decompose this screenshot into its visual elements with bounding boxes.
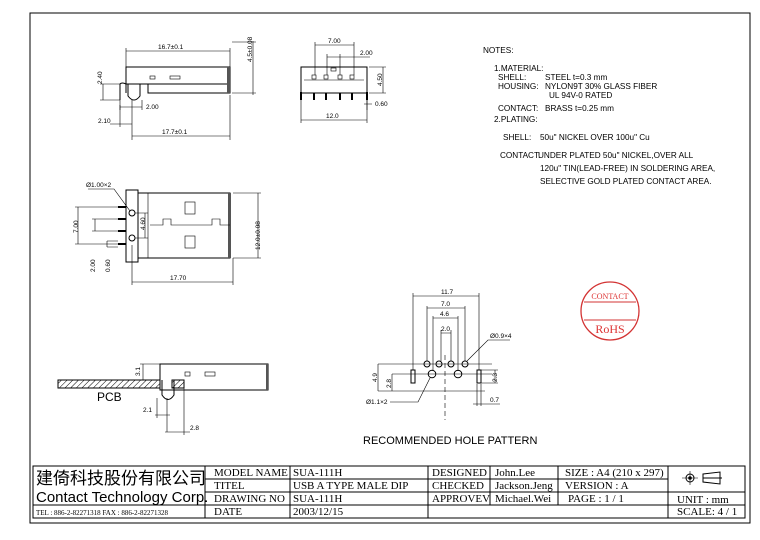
- title-label: TITEL: [214, 480, 245, 492]
- notes-contact-value: BRASS t=0.25 mm: [545, 104, 614, 113]
- dim-length-top: 16.7±0.1: [158, 44, 184, 51]
- rohs-stamp: CONTACT RoHS: [580, 281, 640, 341]
- notes-plating-shell-label: SHELL:: [503, 133, 531, 142]
- drawing-title: USB A TYPE MALE DIP: [293, 480, 408, 492]
- dim-hp-width: 11.7: [441, 289, 454, 296]
- dim-tab: 2.40: [97, 71, 104, 84]
- dim-hp-mid: 4.6: [440, 311, 449, 318]
- dim-top-pin-width: 0.60: [105, 259, 112, 272]
- notes-heading: NOTES:: [483, 46, 513, 55]
- stamp-top-text: CONTACT: [591, 292, 628, 301]
- pcb-label: PCB: [97, 390, 122, 404]
- pcb-view: 3.1 PCB 2.1 2.8: [57, 363, 269, 435]
- dim-hp-slot-width: 0.7: [490, 397, 499, 404]
- hole-pattern-title: RECOMMENDED HOLE PATTERN: [363, 435, 537, 447]
- title-block: 建倚科技股份有限公司 Contact Technology Corp. TEL …: [32, 465, 746, 519]
- drawing-no: SUA-111H: [293, 493, 342, 505]
- dim-hp-inner: 2.0: [441, 326, 450, 333]
- sheet-border: [29, 12, 751, 524]
- company-name-cn: 建倚科技股份有限公司: [36, 469, 206, 489]
- model-name: SUA-111H: [293, 467, 342, 479]
- dim-front-width: 12.0: [326, 113, 339, 120]
- unit: UNIT : mm: [677, 494, 729, 506]
- dim-hole-span: 4.60: [140, 217, 147, 230]
- dim-pcb-height: 3.1: [135, 367, 142, 376]
- dim-pin-span: 7.00: [73, 220, 80, 233]
- date-label: DATE: [214, 506, 242, 518]
- dim-pin-offset: 2.00: [146, 104, 159, 111]
- dim-top-length: 17.70: [170, 275, 187, 282]
- drawing-no-label: DRAWING NO: [214, 493, 285, 505]
- notes-plating-contact-3: SELECTIVE GOLD PLATED CONTACT AREA.: [540, 177, 712, 186]
- dim-hp-row: 2.8: [386, 379, 393, 388]
- scale: SCALE: 4 / 1: [677, 506, 737, 518]
- dim-height: 4.5±0.08: [247, 36, 254, 62]
- dim-hp-slot-len: 2.3: [492, 373, 499, 382]
- checked-label: CHECKED: [432, 480, 484, 492]
- dim-hp-outer: 7.0: [441, 301, 450, 308]
- company-name-en: Contact Technology Corp.: [36, 489, 208, 506]
- notes: NOTES: 1.MATERIAL: SHELL: STEEL t=0.3 mm…: [483, 46, 715, 186]
- model-name-label: MODEL NAME: [214, 467, 288, 479]
- dim-top-width: 12.0±0.08: [255, 221, 262, 250]
- dim-pin-pos: 2.10: [98, 118, 111, 125]
- dim-pin-width: 0.60: [375, 101, 388, 108]
- callout-small-holes: Ø0.9×4: [490, 333, 512, 340]
- dim-pitch-outer: 7.00: [328, 38, 341, 45]
- projection-symbol-icon: [682, 471, 722, 485]
- notes-housing-value: NYLON9T 30% GLASS FIBER: [545, 82, 657, 91]
- dim-front-height: 4.50: [377, 73, 384, 86]
- notes-housing-value2: UL 94V-0 RATED: [549, 91, 612, 100]
- date: 2003/12/15: [293, 506, 344, 518]
- notes-plating-contact-label: CONTACT:: [500, 151, 540, 160]
- version: VERSION : A: [565, 480, 629, 492]
- side-view: 16.7±0.1 4.5±0.08 2.40 2.00 2.10 17.7±0.…: [97, 36, 256, 140]
- designed-label: DESIGNED: [432, 467, 487, 479]
- notes-plating-shell-value: 50u" NICKEL OVER 100u" Cu: [540, 133, 650, 142]
- page-number: PAGE : 1 / 1: [568, 493, 624, 505]
- front-view: 7.00 2.00 4.50 0.60 12.0: [300, 38, 388, 123]
- dim-pitch-inner: 2.00: [360, 50, 373, 57]
- callout-large-holes: Ø1.1×2: [366, 399, 388, 406]
- company-phone: TEL : 886-2-82271318 FAX : 886-2-8227132…: [36, 509, 169, 517]
- notes-plating: 2.PLATING:: [494, 115, 538, 124]
- notes-material: 1.MATERIAL:: [494, 64, 543, 73]
- stamp-bottom-text: RoHS: [595, 322, 624, 336]
- dim-pcb-b: 2.8: [190, 425, 199, 432]
- notes-housing-label: HOUSING:: [498, 82, 539, 91]
- notes-plating-contact-2: 120u" TIN(LEAD-FREE) IN SOLDERING AREA,: [540, 164, 715, 173]
- notes-contact-label: CONTACT:: [498, 104, 538, 113]
- approved-by: Michael.Wei: [495, 493, 551, 505]
- designed-by: John.Lee: [495, 467, 535, 479]
- dim-pcb-a: 2.1: [143, 407, 152, 414]
- hole-pattern: 11.7 7.0 4.6 2.0 Ø0.9×4 Ø1.1×2 4.9 2.8 2…: [363, 289, 537, 447]
- dim-pin-pitch: 2.00: [90, 259, 97, 272]
- dim-length-bottom: 17.7±0.1: [162, 129, 188, 136]
- notes-plating-contact-1: UNDER PLATED 50u" NICKEL,OVER ALL: [538, 151, 694, 160]
- sheet-size: SIZE : A4 (210 x 297): [565, 467, 664, 479]
- notes-shell-label: SHELL:: [498, 73, 526, 82]
- approved-label: APPROVEV: [432, 493, 490, 505]
- top-view: Ø1.00×2 7.00 4.60 2.00 0.60 12.0±0.08 17…: [73, 182, 262, 285]
- dim-hp-height: 4.9: [372, 373, 379, 382]
- callout-hole: Ø1.00×2: [86, 182, 112, 189]
- notes-shell-value: STEEL t=0.3 mm: [545, 73, 607, 82]
- checked-by: Jackson.Jeng: [495, 480, 553, 492]
